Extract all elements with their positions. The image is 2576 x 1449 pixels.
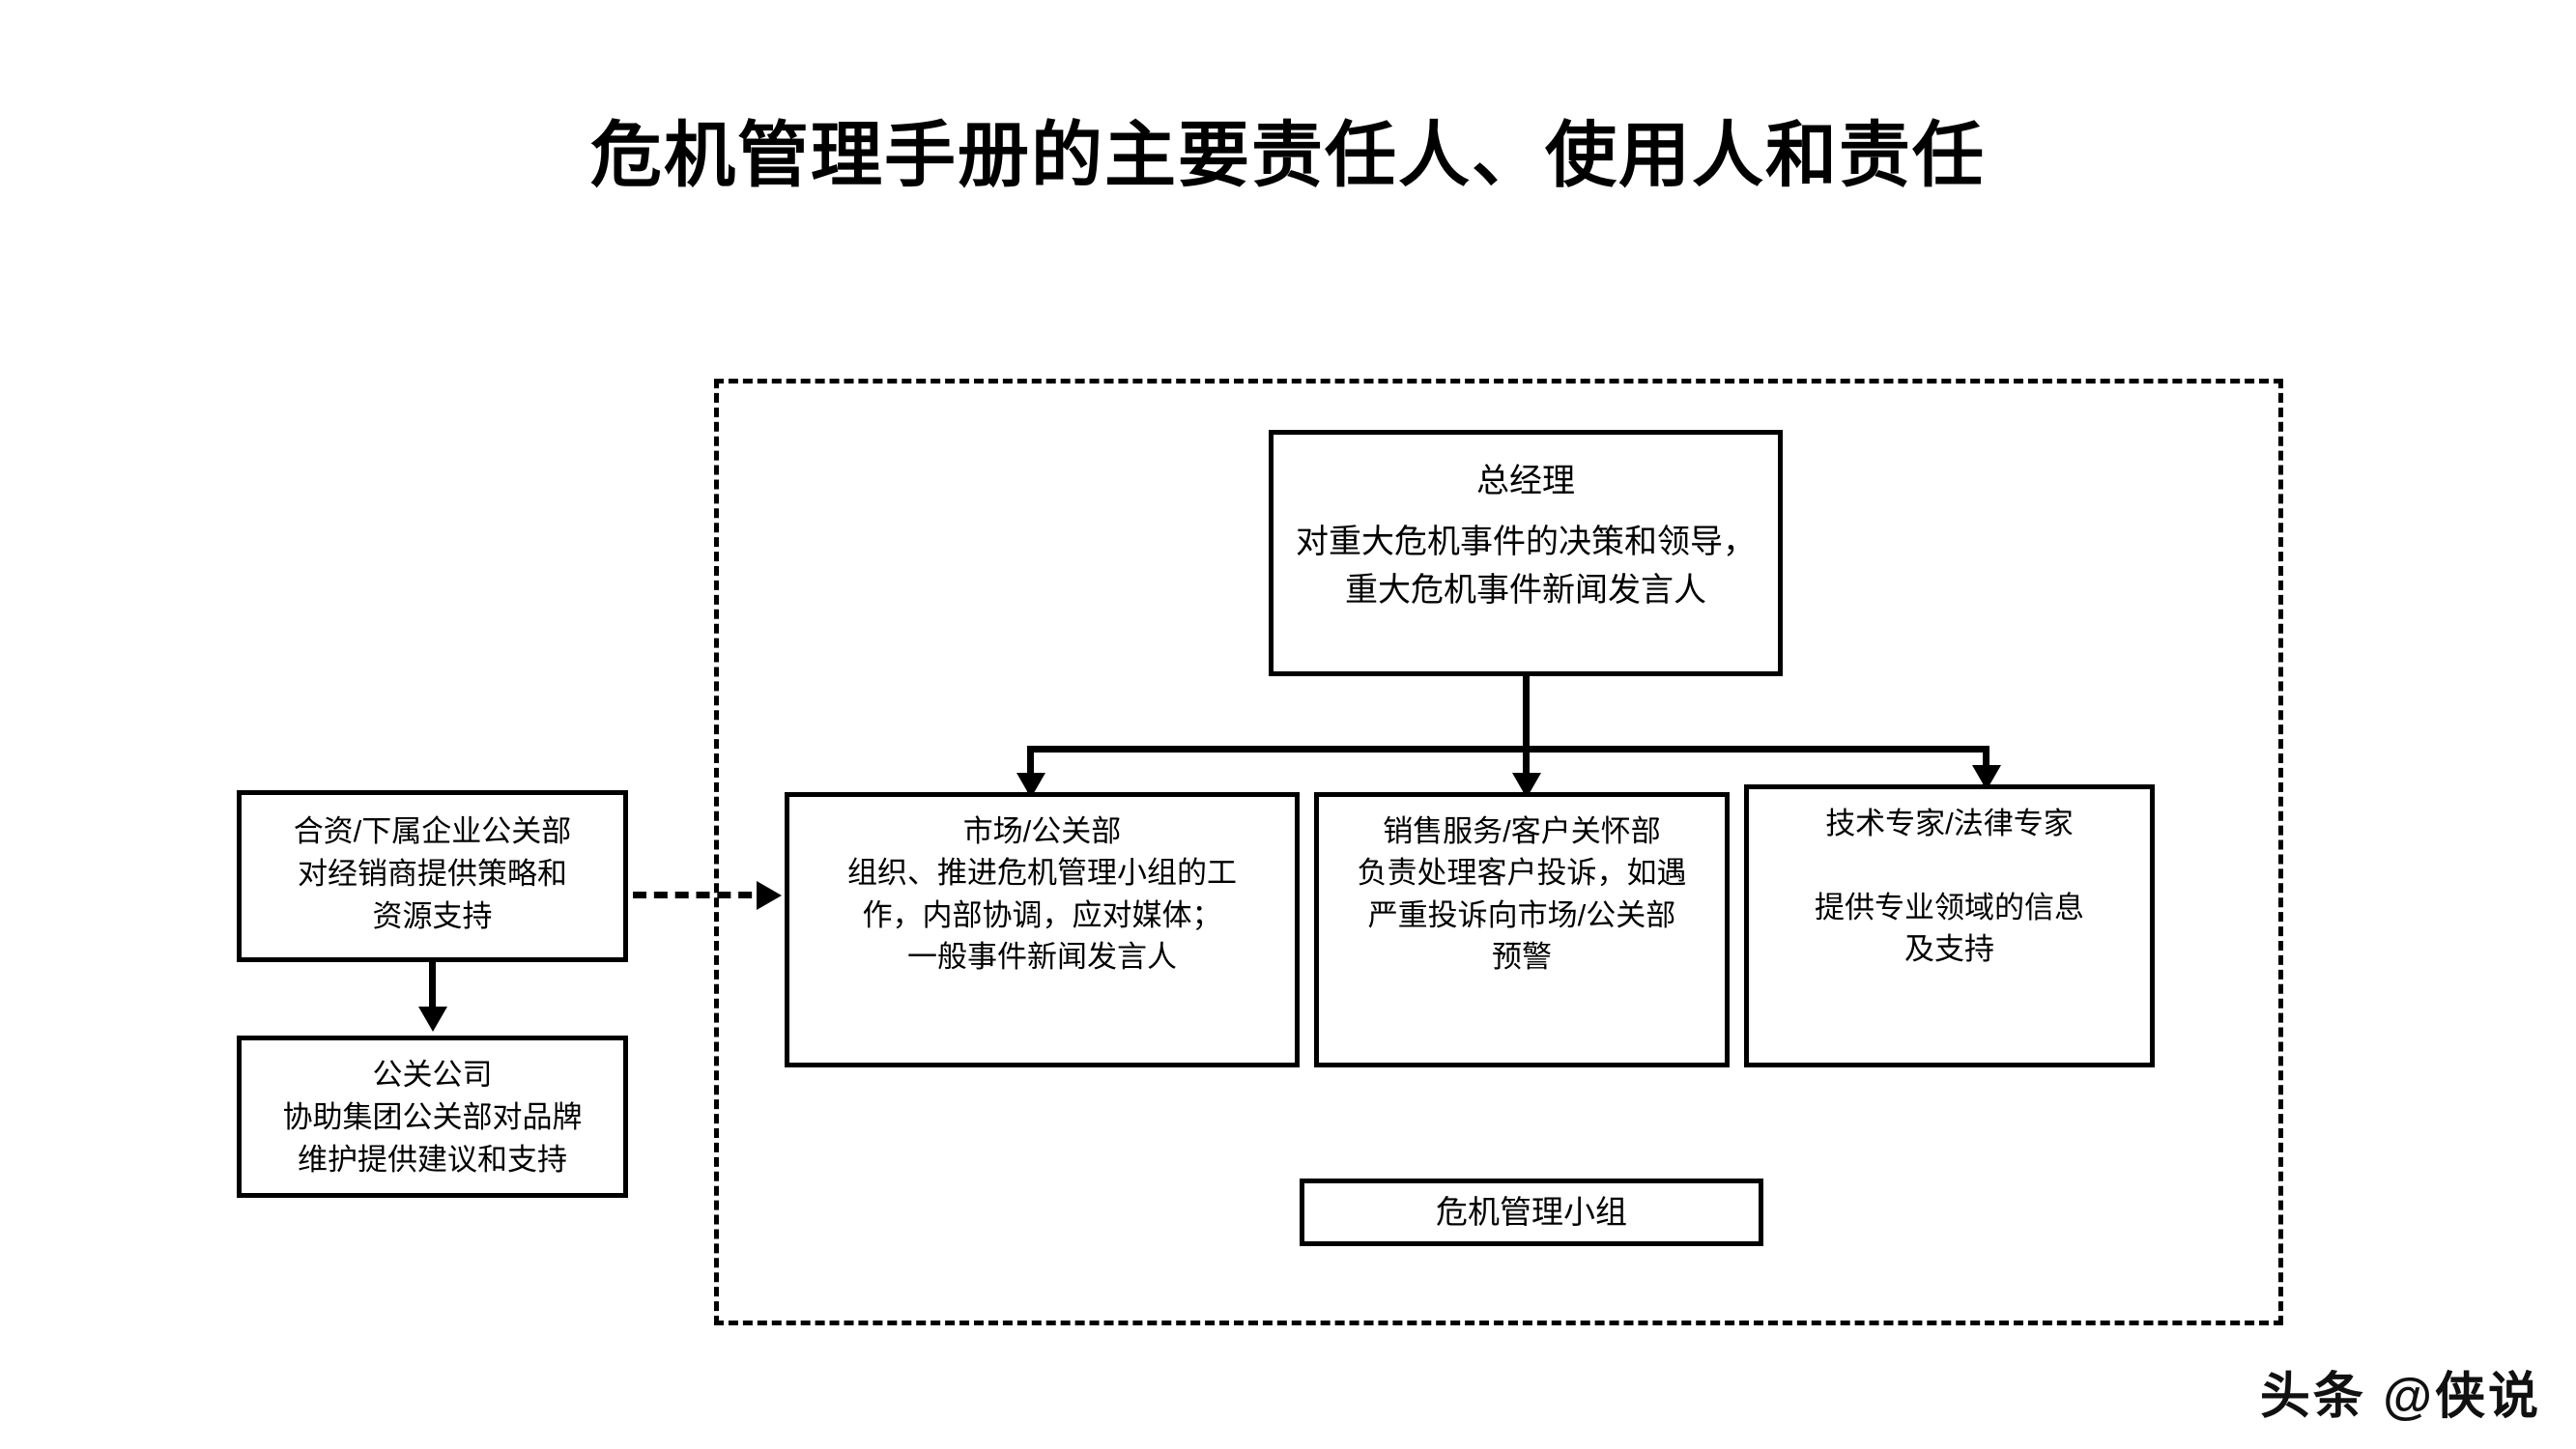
- node-pr-agency-line-2: 维护提供建议和支持: [298, 1143, 567, 1178]
- node-general-manager-heading: 总经理: [1476, 463, 1575, 499]
- node-joint-venture-pr-line-2: 资源支持: [372, 899, 493, 934]
- node-marketing-pr-line-3: 一般事件新闻发言人: [907, 940, 1177, 975]
- arrow-down-pr-agency-icon: [418, 1007, 447, 1032]
- node-pr-agency[interactable]: 公关公司 协助集团公关部对品牌 维护提供建议和支持: [237, 1036, 628, 1198]
- node-sales-service-line-3: 预警: [1492, 940, 1552, 975]
- node-sales-service-heading: 销售服务/客户关怀部: [1383, 814, 1661, 848]
- node-sales-service[interactable]: 销售服务/客户关怀部 负责处理客户投诉，如遇 严重投诉向市场/公关部 预警: [1314, 792, 1730, 1067]
- node-marketing-pr-line-2: 作，内部协调，应对媒体；: [862, 897, 1222, 932]
- node-general-manager[interactable]: 总经理 对重大危机事件的决策和领导， 重大危机事件新闻发言人: [1269, 430, 1783, 676]
- connector-gm-stem: [1523, 676, 1530, 809]
- node-experts-line-1: 提供专业领域的信息: [1815, 890, 2084, 924]
- node-general-manager-line-1: 对重大危机事件的决策和领导，: [1296, 524, 1756, 561]
- node-sales-service-line-1: 负责处理客户投诉，如遇: [1357, 856, 1687, 891]
- node-pr-agency-heading: 公关公司: [372, 1058, 493, 1092]
- connector-jv-to-agency: [429, 962, 436, 1010]
- node-experts[interactable]: 技术专家/法律专家 提供专业领域的信息 及支持: [1744, 784, 2155, 1067]
- crisis-management-team-label-box[interactable]: 危机管理小组: [1300, 1179, 1763, 1246]
- node-marketing-pr-line-1: 组织、推进危机管理小组的工: [847, 856, 1237, 891]
- node-general-manager-line-2: 重大危机事件新闻发言人: [1345, 571, 1706, 609]
- watermark: 头条 @侠说: [2259, 1369, 2541, 1425]
- arrow-right-marketing-icon: [757, 881, 782, 910]
- node-sales-service-line-2: 严重投诉向市场/公关部: [1367, 897, 1676, 932]
- connector-jv-to-marketing-dashed: [633, 892, 773, 898]
- node-joint-venture-pr[interactable]: 合资/下属企业公关部 对经销商提供策略和 资源支持: [237, 790, 628, 962]
- node-marketing-pr[interactable]: 市场/公关部 组织、推进危机管理小组的工 作，内部协调，应对媒体； 一般事件新闻…: [785, 792, 1300, 1067]
- page-title: 危机管理手册的主要责任人、使用人和责任: [590, 115, 1986, 195]
- node-joint-venture-pr-line-1: 对经销商提供策略和: [298, 857, 567, 892]
- node-experts-line-2: 及支持: [1904, 932, 1994, 967]
- connector-distribution-bus: [1027, 746, 1989, 753]
- node-marketing-pr-heading: 市场/公关部: [962, 814, 1122, 848]
- node-pr-agency-line-1: 协助集团公关部对品牌: [282, 1100, 583, 1135]
- node-experts-heading: 技术专家/法律专家: [1825, 807, 2074, 840]
- crisis-management-team-group: [714, 379, 2283, 1325]
- node-joint-venture-pr-heading: 合资/下属企业公关部: [293, 814, 572, 848]
- crisis-management-team-label: 危机管理小组: [1436, 1193, 1627, 1230]
